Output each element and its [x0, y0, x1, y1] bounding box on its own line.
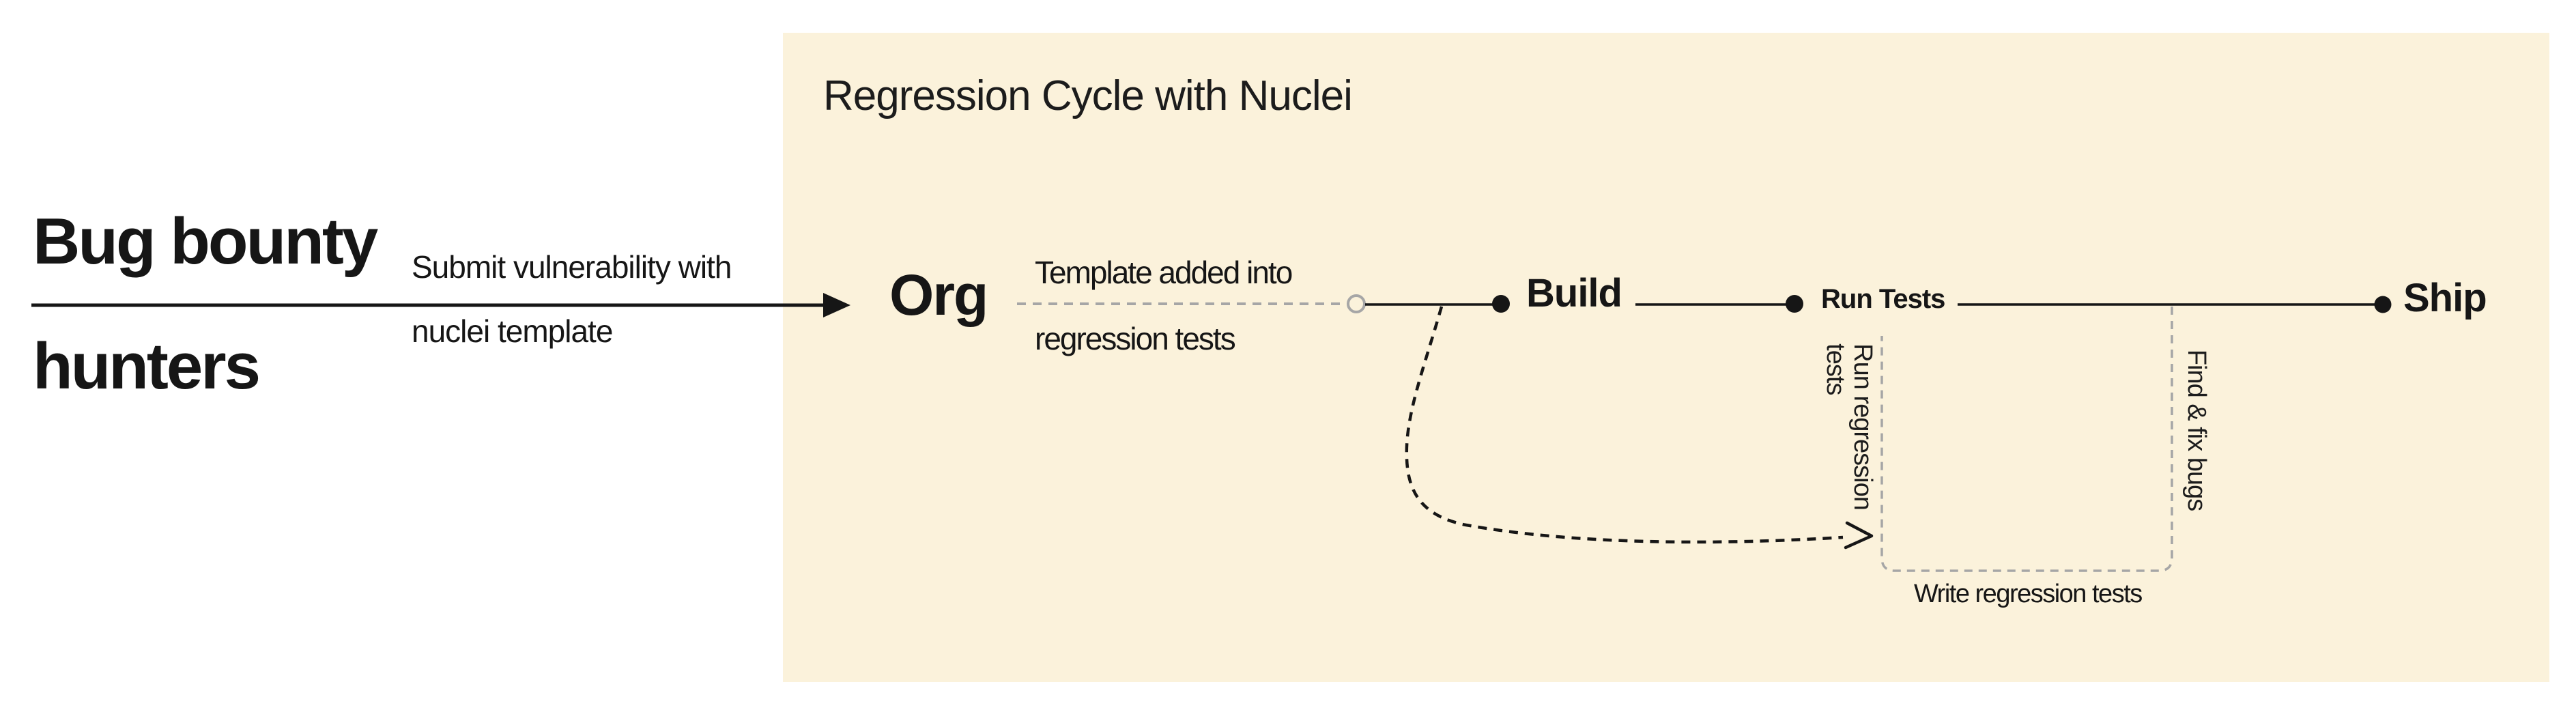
node-label-build: Build: [1526, 271, 1622, 315]
submit-arrow-label-line2: nuclei template: [412, 313, 613, 349]
build-node-dot: [1492, 295, 1510, 313]
run-regression-vertical-line1: Run regression: [1848, 343, 1877, 510]
run-regression-vertical-line2: tests: [1821, 343, 1850, 395]
source-headline-line1: Bug bounty: [33, 205, 378, 278]
submit-arrow-label-line1: Submit vulnerability with: [412, 249, 732, 285]
run-regression-tests-vertical-label: Run regression tests: [1821, 343, 1877, 510]
find-fix-bugs-line: Find & fix bugs: [2182, 349, 2211, 511]
merge-open-circle: [1347, 294, 1366, 313]
node-label-org: Org: [889, 263, 988, 327]
regression-cycle-panel: [783, 33, 2549, 682]
feedback-arrow-head: [1844, 521, 1874, 550]
write-regression-tests-label: Write regression tests: [1914, 580, 2143, 608]
node-label-run-tests: Run Tests: [1821, 284, 1945, 314]
node-label-ship: Ship: [2403, 276, 2487, 320]
source-headline-line2: hunters: [33, 330, 261, 403]
submit-arrow-head: [823, 293, 850, 317]
template-added-label-line2: regression tests: [1035, 321, 1236, 356]
find-fix-bugs-vertical-label: Find & fix bugs: [2182, 349, 2211, 511]
panel-title: Regression Cycle with Nuclei: [823, 72, 1353, 119]
build-feedback-dashed-curve: [1405, 306, 1844, 544]
write-tests-loop-path: [1880, 307, 2173, 572]
template-added-label-line1: Template added into: [1035, 255, 1293, 290]
run-tests-node-dot: [1786, 295, 1803, 313]
ship-node-dot: [2374, 296, 2392, 313]
